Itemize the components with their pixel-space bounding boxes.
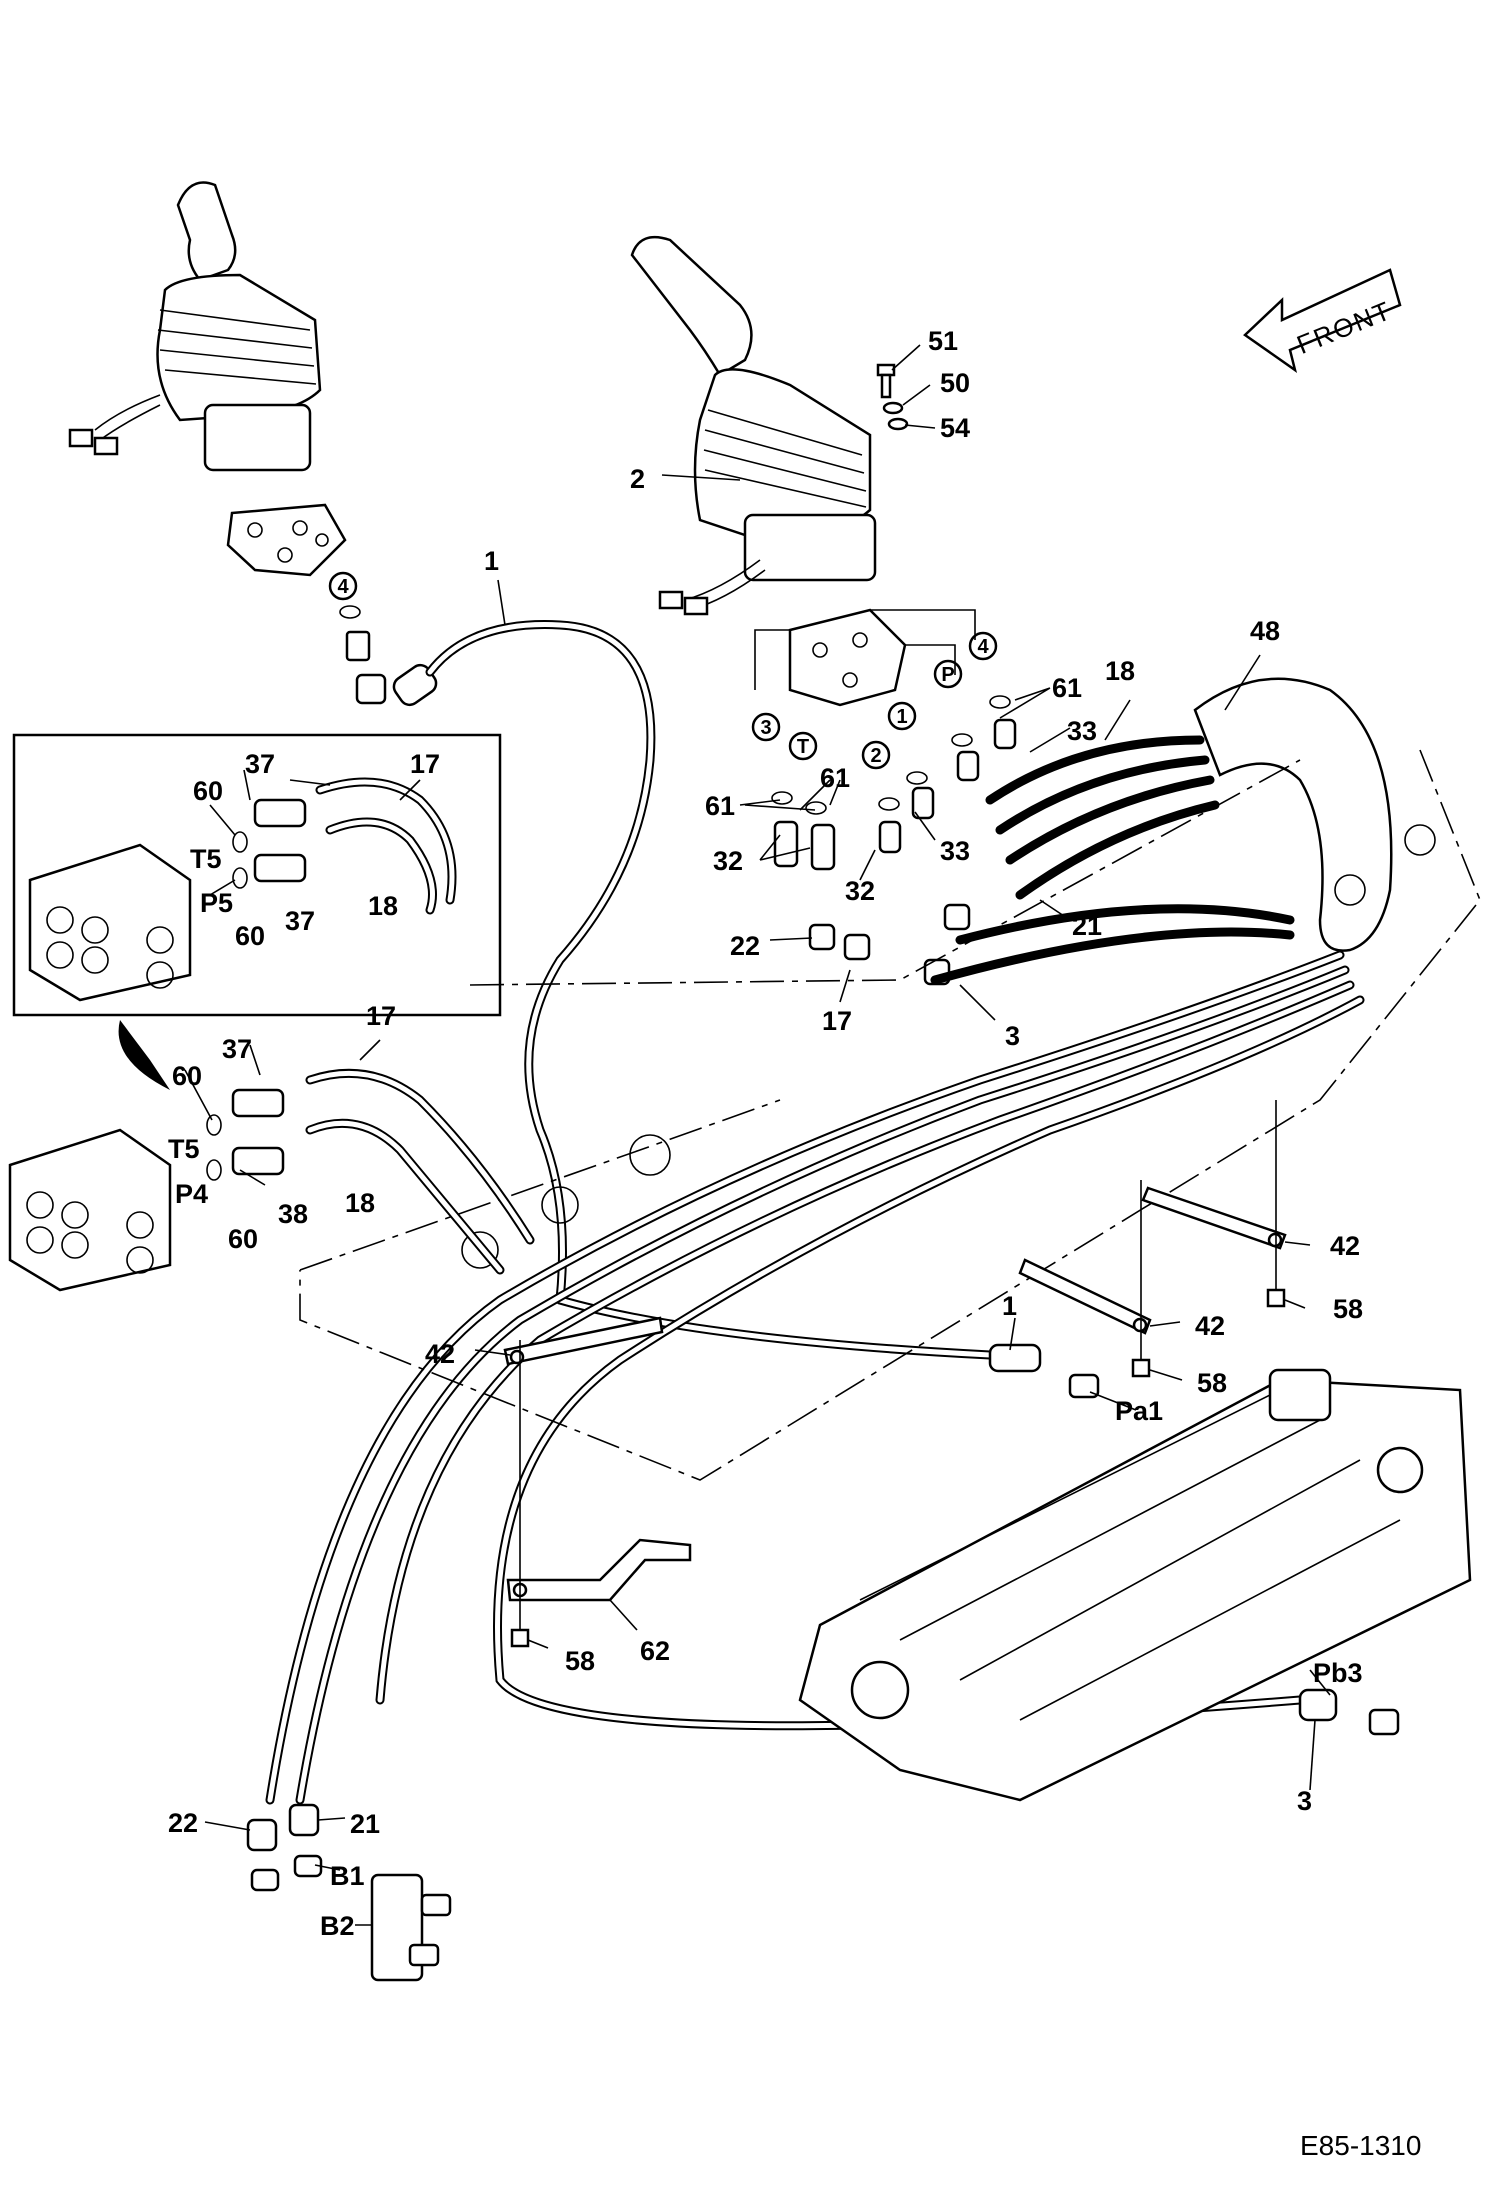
manifold-block — [8, 1068, 535, 1292]
callout-61-left: 61 — [705, 791, 735, 821]
callout-37-lower: 37 — [222, 1034, 252, 1064]
callout-labels: 1 2 51 50 54 48 18 61 33 61 61 32 33 32 … — [168, 326, 1363, 1839]
port-label-pa1: Pa1 — [1115, 1396, 1163, 1426]
svg-text:P: P — [941, 664, 954, 686]
callout-17-inset: 17 — [410, 749, 440, 779]
port-label-b2: B2 — [320, 1911, 355, 1941]
callout-58-right: 58 — [1333, 1294, 1363, 1324]
callout-62: 62 — [640, 1636, 670, 1666]
inset-detail-box — [12, 733, 502, 1017]
callout-3-lower: 3 — [1297, 1786, 1312, 1816]
callout-42-left: 42 — [425, 1339, 455, 1369]
long-hoses — [265, 950, 1365, 1805]
bolt-51-washers — [876, 363, 909, 431]
valve-port-fittings — [988, 1343, 1400, 1736]
callout-18-inset: 18 — [368, 891, 398, 921]
callout-18-top: 18 — [1105, 656, 1135, 686]
callout-2: 2 — [630, 464, 645, 494]
control-valve-block — [798, 1368, 1472, 1802]
pilot-ports: 3 T 2 1 P 4 — [751, 631, 1011, 815]
svg-text:1: 1 — [896, 706, 907, 728]
leader-lines — [184, 344, 1331, 1926]
callout-17-top: 17 — [822, 1006, 852, 1036]
callout-42-right: 42 — [1330, 1231, 1360, 1261]
callout-32-mid: 32 — [845, 876, 875, 906]
port-label-b1: B1 — [330, 1861, 365, 1891]
callout-22-lower: 22 — [168, 1808, 198, 1838]
bolts-58 — [510, 1100, 1286, 1648]
inset-pointer-arrow — [118, 1020, 170, 1090]
svg-text:4: 4 — [977, 636, 989, 658]
callout-22-top: 22 — [730, 931, 760, 961]
port-label-p5: P5 — [200, 888, 233, 918]
callout-38: 38 — [278, 1199, 308, 1229]
callout-33-top: 33 — [1067, 716, 1097, 746]
right-joystick-mount-plate — [754, 608, 976, 707]
port-label-p4: P4 — [175, 1179, 208, 1209]
callout-1-lower: 1 — [1002, 1291, 1017, 1321]
callout-37-inset-top: 37 — [245, 749, 275, 779]
callout-58-left: 58 — [565, 1646, 595, 1676]
port-label-pb3: Pb3 — [1313, 1658, 1363, 1688]
port-circle-left-4: 4 — [328, 571, 361, 619]
callout-58-mid: 58 — [1197, 1368, 1227, 1398]
svg-text:2: 2 — [870, 745, 881, 767]
callout-32-left: 32 — [713, 846, 743, 876]
callout-60-inset-top: 60 — [193, 776, 223, 806]
hose-bundle-48 — [930, 677, 1393, 985]
frame-outline — [299, 749, 1481, 1481]
drawing-reference: E85-1310 — [1300, 2130, 1421, 2161]
svg-text:4: 4 — [337, 576, 349, 598]
callout-33-mid: 33 — [940, 836, 970, 866]
callout-42-mid: 42 — [1195, 1311, 1225, 1341]
port-labels: T5 P5 T5 P4 Pa1 Pb3 B1 B2 — [168, 844, 1363, 1941]
callout-1-top: 1 — [484, 546, 499, 576]
port-label-t5-lower: T5 — [168, 1134, 200, 1164]
svg-text:T: T — [797, 736, 809, 758]
callout-48: 48 — [1250, 616, 1280, 646]
svg-text:3: 3 — [760, 717, 771, 739]
callout-61-right: 61 — [1052, 673, 1082, 703]
callout-51: 51 — [928, 326, 958, 356]
callout-50: 50 — [940, 368, 970, 398]
left-hose-fitting — [345, 630, 438, 707]
callout-54: 54 — [940, 413, 970, 443]
right-joystick — [630, 235, 877, 616]
left-joystick — [68, 181, 322, 472]
left-joystick-mount-plate — [226, 503, 347, 577]
callout-18-lower: 18 — [345, 1188, 375, 1218]
callout-21-lower: 21 — [350, 1809, 380, 1839]
callout-37-inset-bottom: 37 — [285, 906, 315, 936]
callout-61-mid: 61 — [820, 763, 850, 793]
callout-60-lower-bottom: 60 — [228, 1224, 258, 1254]
callout-3-top: 3 — [1005, 1021, 1020, 1051]
callout-17-lower: 17 — [366, 1001, 396, 1031]
callout-21-top: 21 — [1072, 911, 1102, 941]
callout-60-inset-bottom: 60 — [235, 921, 265, 951]
port-label-t5-inset: T5 — [190, 844, 222, 874]
callout-60-lower-top: 60 — [172, 1061, 202, 1091]
